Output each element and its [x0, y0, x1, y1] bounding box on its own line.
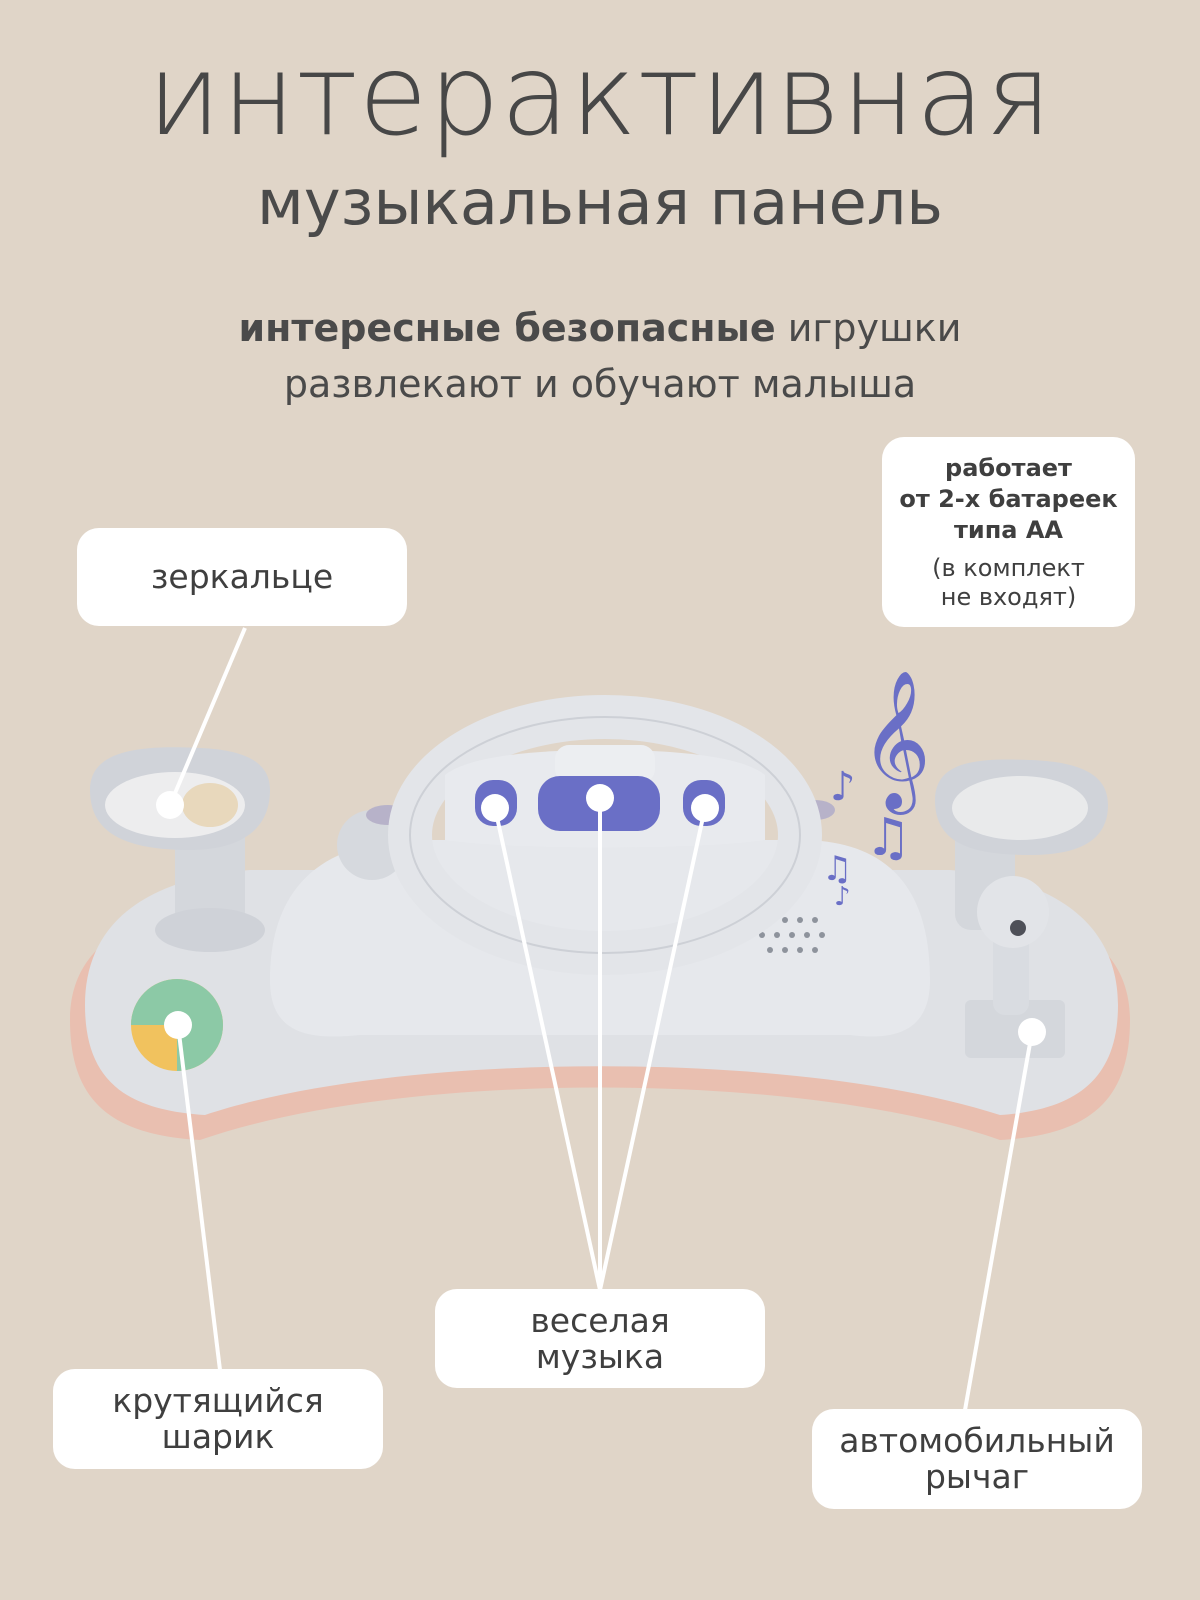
callout-battery-note1: (в комплект	[932, 553, 1085, 582]
callout-battery-line2: от 2-х батареек	[899, 484, 1118, 513]
page-title: интерактивная	[147, 31, 1053, 161]
leader-lines	[168, 627, 1034, 1411]
tagline-line2: развлекают и обучают малыша	[283, 362, 917, 406]
callout-ball-line1: крутящийся	[112, 1381, 324, 1420]
callout-battery-note2: не входят)	[940, 582, 1077, 611]
callout-battery-line1: работает	[945, 453, 1072, 482]
tagline: интересные безопасные игрушки развлекают…	[0, 300, 1200, 412]
tagline-rest: игрушки	[775, 306, 962, 350]
speaker-grill	[759, 917, 825, 953]
callout-ball-line2: шарик	[161, 1417, 275, 1456]
callout-music-line1: веселая	[530, 1300, 670, 1340]
callout-lever: автомобильный рычаг	[812, 1409, 1142, 1509]
callout-ball: крутящийся шарик	[53, 1369, 383, 1469]
svg-text:♫: ♫	[822, 849, 852, 889]
svg-text:♫: ♫	[865, 808, 912, 868]
tagline-bold: интересные безопасные	[238, 306, 776, 350]
callout-battery-line3: типа АА	[953, 515, 1063, 544]
svg-text:𝄞: 𝄞	[860, 670, 931, 815]
callout-music: веселая музыка	[435, 1289, 765, 1388]
gear-lever-base	[965, 1000, 1065, 1058]
page-subtitle: музыкальная панель	[257, 166, 943, 239]
gear-lever-knob	[977, 876, 1049, 948]
callout-mirror-text: зеркальце	[150, 557, 334, 596]
callout-music-line2: музыка	[535, 1336, 665, 1376]
svg-text:♪: ♪	[834, 882, 851, 912]
gear-lever-stick	[993, 930, 1029, 1015]
callout-battery: работает от 2-х батареек типа АА (в комп…	[882, 437, 1135, 627]
callout-mirror: зеркальце	[77, 528, 407, 626]
leader-dots	[156, 784, 1046, 1046]
music-notes-icon: 𝄞 ♪ ♫ ♫ ♪	[822, 670, 931, 912]
mirror-icon-right	[952, 776, 1088, 840]
callout-lever-line2: рычаг	[924, 1457, 1030, 1496]
svg-text:♪: ♪	[830, 764, 856, 810]
callout-lever-line1: автомобильный	[839, 1421, 1115, 1460]
